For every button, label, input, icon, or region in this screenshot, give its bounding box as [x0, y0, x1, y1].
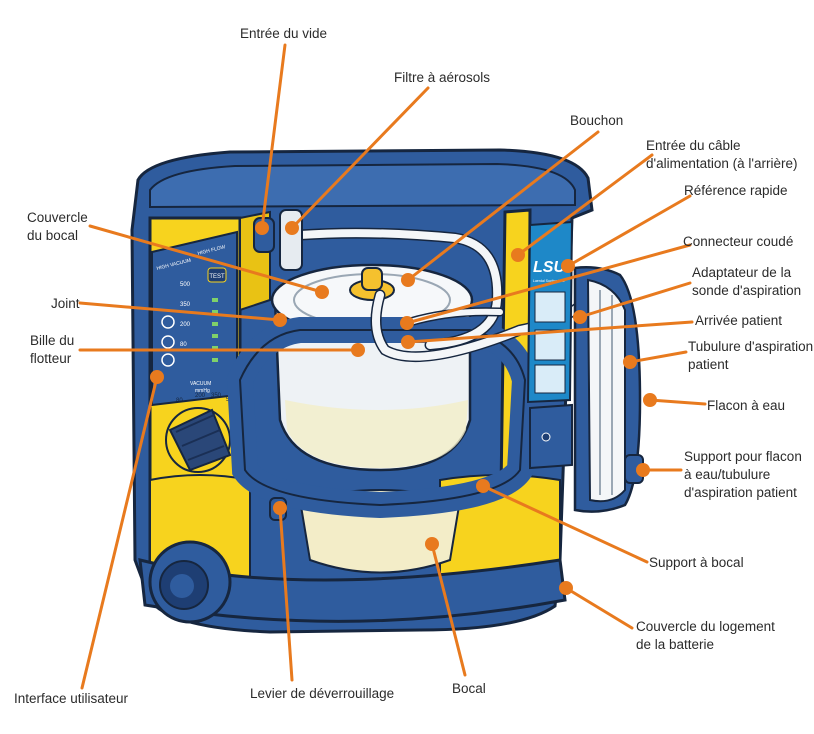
leader-dot-support-bocal [476, 479, 490, 493]
wheel [148, 540, 232, 624]
label-joint: Joint [51, 296, 80, 311]
leader-line-adaptateur [578, 281, 692, 319]
leader-dot-bille [351, 343, 365, 357]
label-arrivee: Arrivée patient [695, 313, 783, 328]
control-panel: TEST HIGH VACUUM HIGH FLOW 500 350 200 8… [151, 230, 238, 473]
leader-dot-bocal [425, 537, 439, 551]
scale-80: 80 [180, 342, 187, 348]
leader-line-filtre [290, 86, 430, 230]
dial-value-350: 350 [211, 393, 222, 399]
leader-lines [78, 43, 707, 690]
label-reference: Référence rapide [684, 183, 788, 198]
dial-value-80: 80 [176, 398, 183, 404]
leader-dot-interface [150, 370, 164, 384]
quick-reference-panel: LSU Laerdal Suction Unit [526, 220, 574, 470]
scale-500: 500 [180, 282, 191, 288]
indicator-leds [212, 298, 218, 362]
scale-200: 200 [180, 322, 191, 328]
label-support-bocal: Support à bocal [649, 555, 744, 570]
leader-line-bouchon [406, 130, 600, 282]
leader-line-joint [78, 301, 282, 322]
label-filtre: Filtre à aérosols [394, 70, 491, 85]
leader-dot-flacon [643, 393, 657, 407]
leader-dot-tubulure [623, 355, 637, 369]
label-interface: Interface utilisateur [14, 691, 129, 706]
warning-icon [161, 353, 175, 367]
test-button-label: TEST [209, 274, 225, 280]
label-entree-vide: Entrée du vide [240, 26, 328, 41]
leader-line-reference [566, 194, 692, 268]
dial-unit: mmHg [195, 388, 210, 394]
leader-line-interface [80, 375, 159, 690]
leader-dot-couvercle-batterie [559, 581, 573, 595]
leader-line-couvercle-bocal [88, 224, 324, 294]
label-connecteur: Connecteur coudé [683, 234, 794, 249]
leader-line-arrivee [406, 320, 694, 344]
lsu-logo-sub: Laerdal Suction Unit [533, 279, 565, 283]
leader-line-connecteur [405, 243, 692, 325]
power-icon [161, 315, 175, 329]
leader-line-couvercle-batterie [564, 586, 634, 630]
label-levier: Levier de déverrouillage [250, 686, 395, 701]
leader-line-bocal [430, 542, 467, 677]
canister-holder [226, 317, 539, 519]
leader-dot-entree-vide [255, 221, 269, 235]
leader-line-cable [516, 153, 654, 257]
leader-dot-filtre [285, 221, 299, 235]
leader-dot-connecteur [400, 316, 414, 330]
leader-dot-arrivee [401, 335, 415, 349]
label-bocal: Bocal [452, 681, 486, 696]
vacuum-knob[interactable] [165, 407, 232, 473]
water-bottle-holder [573, 266, 644, 513]
leader-dot-bouchon [401, 273, 415, 287]
leader-line-flacon [648, 398, 707, 406]
leader-line-entree-vide [260, 43, 287, 230]
leader-line-levier [278, 506, 294, 682]
tubing [294, 227, 591, 363]
leader-dot-joint [273, 313, 287, 327]
leader-dot-adaptateur [573, 310, 587, 324]
leader-line-tubulure [628, 350, 688, 364]
scale-350: 350 [180, 302, 191, 308]
label-flacon: Flacon à eau [707, 398, 786, 413]
leader-dot-support-flacon [636, 463, 650, 477]
label-bouchon: Bouchon [570, 113, 624, 128]
leader-dot-couvercle-bocal [315, 285, 329, 299]
leader-dot-reference [561, 259, 575, 273]
dial-value-200: 200 [195, 393, 206, 399]
leader-dot-cable [511, 248, 525, 262]
leader-dot-levier [273, 501, 287, 515]
leader-line-support-bocal [481, 484, 649, 564]
battery-icon [161, 335, 175, 349]
dial-caption: VACUUM [190, 381, 211, 387]
lsu-logo: LSU [533, 259, 565, 276]
